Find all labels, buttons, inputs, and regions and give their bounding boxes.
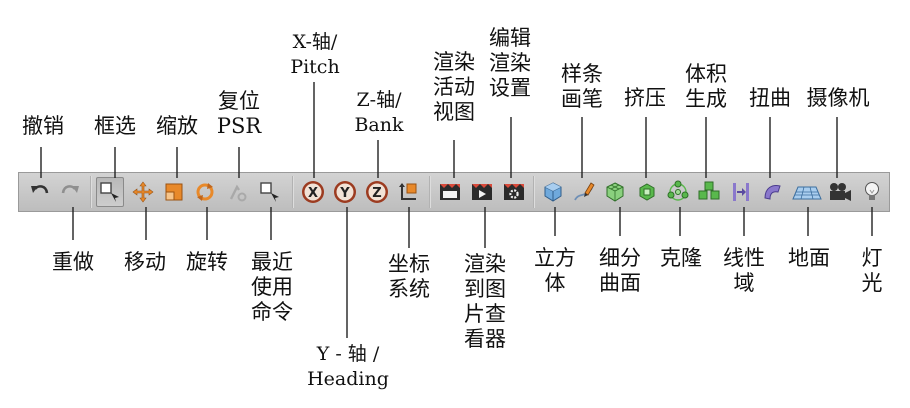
light-icon [865,182,879,200]
label-cube: 立方 体 [534,246,576,295]
z-axis-lock-button[interactable]: Z [363,177,391,207]
spline-pen-icon [574,182,595,201]
linear-field-icon [733,183,749,201]
svg-text:Z: Z [372,186,381,201]
linear-field-button[interactable] [727,177,755,207]
rotate-icon [196,183,214,201]
undo-icon [31,185,49,194]
label-coordinate-system: 坐标 系统 [388,252,430,301]
rotate-button[interactable] [191,177,219,207]
label-live-select: 框选 [94,114,136,138]
move-button[interactable] [129,177,157,207]
label-volume-builder: 体积 生成 [685,62,727,111]
render-to-picture-viewer-icon [472,184,492,200]
extrude-button[interactable] [633,177,661,207]
label-extrude: 挤压 [624,86,666,110]
subdivision-surface-icon [606,182,624,202]
label-reset-psr: 复位 PSR [216,89,262,138]
cube-icon [544,182,562,202]
scale-button[interactable] [160,177,188,207]
label-spline-pen: 样条 画笔 [561,62,603,111]
live-select-button[interactable] [96,177,124,207]
live-select-icon [100,182,119,202]
redo-button[interactable] [56,177,84,207]
edit-render-settings-icon [504,184,524,200]
label-bend: 扭曲 [749,86,791,110]
floor-icon [792,186,822,200]
subdivision-surface-button[interactable] [601,177,629,207]
label-floor: 地面 [788,246,830,270]
label-rotate: 旋转 [186,250,228,274]
cloner-icon [667,180,689,201]
label-cloner: 克隆 [660,246,702,270]
toolbar-separator [292,176,294,208]
scale-icon [165,183,183,201]
label-undo: 撤销 [22,114,64,138]
edit-render-settings-button[interactable] [500,177,528,207]
label-render-to-picture-viewer: 渲染 到图 片查 看器 [464,252,506,351]
spline-pen-button[interactable] [570,177,598,207]
toolbar-separator [429,176,431,208]
label-z-axis: Z-轴/ Bank [354,89,404,136]
z-axis-lock-icon: Z [366,181,388,203]
x-axis-lock-icon: X [302,181,324,203]
label-subdivision-surface: 细分 曲面 [599,246,641,295]
label-y-axis: Y - 轴 / Heading [307,343,389,390]
label-linear-field: 线性 域 [723,246,765,295]
coordinate-system-button[interactable] [395,177,423,207]
volume-builder-icon [698,181,720,200]
label-light: 灯 光 [861,246,883,295]
render-to-picture-viewer-button[interactable] [468,177,496,207]
label-render-active-view: 渲染 活动 视图 [433,50,475,124]
label-recent-command: 最近 使用 命令 [251,250,293,324]
light-button[interactable] [858,177,886,207]
cube-button[interactable] [539,177,567,207]
reset-psr-button[interactable] [224,177,252,207]
camera-button[interactable] [826,177,854,207]
toolbar-separator [90,176,92,208]
camera-icon [830,183,851,201]
label-move: 移动 [124,250,166,274]
label-x-axis: X-轴/ Pitch [290,31,340,78]
volume-builder-button[interactable] [695,177,723,207]
render-active-view-button[interactable] [436,177,464,207]
svg-text:X: X [308,186,318,201]
svg-text:Y: Y [339,186,350,201]
bend-icon [764,185,781,200]
render-active-view-icon [440,184,460,200]
bend-button[interactable] [758,177,786,207]
undo-button[interactable] [26,177,54,207]
label-edit-render-settings: 编辑 渲染 设置 [489,26,531,100]
label-redo: 重做 [52,250,94,274]
reset-psr-icon [229,184,247,202]
floor-button[interactable] [791,177,823,207]
y-axis-lock-icon: Y [334,181,356,203]
recent-command-button[interactable] [256,177,284,207]
y-axis-lock-button[interactable]: Y [331,177,359,207]
toolbar-separator [533,176,535,208]
redo-icon [61,185,79,194]
x-axis-lock-button[interactable]: X [299,177,327,207]
extrude-icon [639,183,655,201]
label-scale: 缩放 [156,114,198,138]
label-camera: 摄像机 [806,86,870,110]
recent-command-icon [260,182,279,202]
coordinate-system-icon [399,183,417,200]
cloner-button[interactable] [664,177,692,207]
move-icon [132,181,154,203]
